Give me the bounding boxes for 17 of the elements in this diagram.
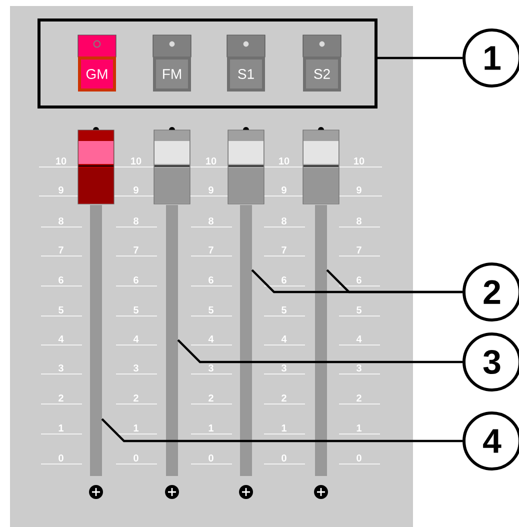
mode-button: FM — [152, 34, 192, 92]
fader-track — [315, 205, 327, 476]
mode-button: S2 — [302, 34, 342, 92]
button-group-frame — [38, 18, 378, 108]
leader-line — [177, 339, 462, 364]
fader-track — [90, 205, 102, 476]
leader-line — [378, 56, 462, 60]
mode-button: GM — [78, 34, 116, 92]
callout-number: 3 — [462, 332, 519, 392]
leader-line — [326, 269, 462, 294]
mode-button: S1 — [226, 34, 266, 92]
callout-number: 2 — [462, 262, 519, 322]
fader-track — [166, 205, 178, 476]
fader-track — [240, 205, 252, 476]
callout-number: 4 — [462, 412, 519, 470]
leader-line — [101, 418, 462, 442]
callout-number: 1 — [462, 28, 519, 88]
